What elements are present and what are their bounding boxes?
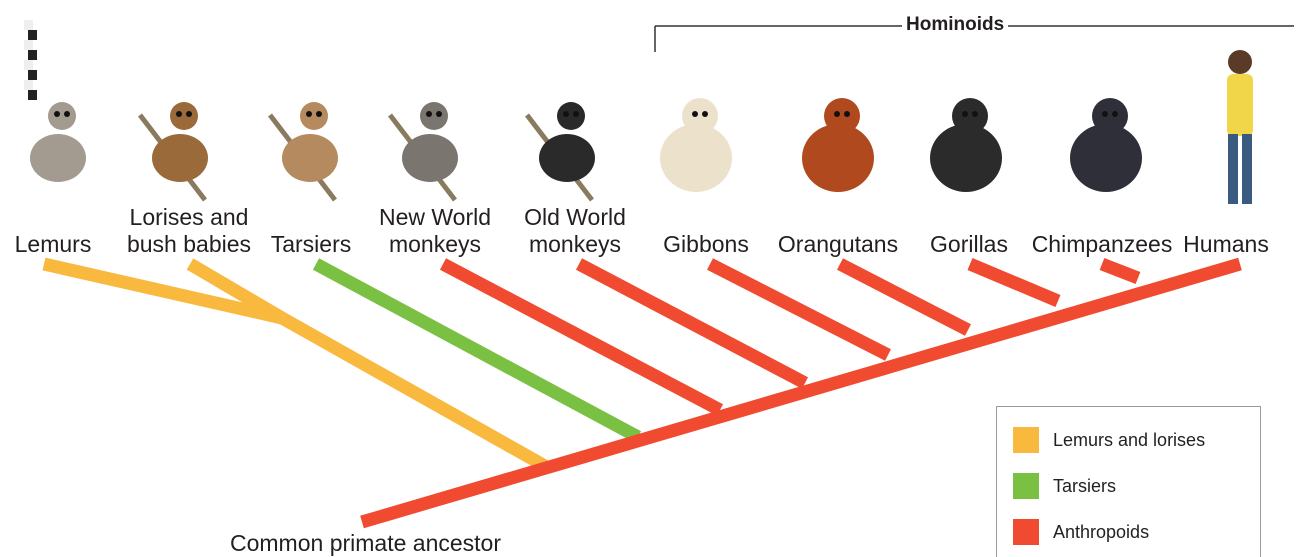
animal-eye — [692, 111, 698, 117]
orangutan-illustration — [802, 98, 874, 192]
legend-item-lemurs-lorises: Lemurs and lorises — [1013, 427, 1205, 453]
animal-body — [1070, 124, 1142, 192]
legend-swatch-anthropoids — [1013, 519, 1039, 545]
human-head — [1228, 50, 1252, 74]
taxon-label-line: New World — [379, 204, 491, 231]
hominoids-label: Hominoids — [902, 13, 1008, 37]
animal-eye — [1102, 111, 1108, 117]
animal-head — [682, 98, 718, 134]
animal-body — [152, 134, 208, 182]
taxon-label-gibbons: Gibbons — [636, 192, 776, 258]
tail-ring — [24, 20, 33, 30]
animal-head — [300, 102, 328, 130]
taxon-label-gorillas: Gorillas — [899, 192, 1039, 258]
animal-body — [930, 124, 1002, 192]
branch-old-world — [579, 264, 805, 383]
legend-item-anthropoids: Anthropoids — [1013, 519, 1149, 545]
animal-eye — [176, 111, 182, 117]
taxon-label-line: Lemurs — [15, 231, 92, 258]
taxon-label-chimpanzees: Chimpanzees — [1032, 192, 1172, 258]
animal-body — [660, 124, 732, 192]
human-illustration — [1227, 50, 1253, 204]
animal-eye — [186, 111, 192, 117]
animal-eye — [436, 111, 442, 117]
legend-label-tarsiers: Tarsiers — [1053, 475, 1116, 497]
branch-orangutans — [840, 264, 968, 330]
taxon-label-line: Humans — [1183, 231, 1269, 258]
taxon-label-humans: Humans — [1156, 192, 1296, 258]
branch-new-world — [443, 264, 720, 410]
tail-ring — [24, 60, 33, 70]
animal-eye — [834, 111, 840, 117]
animal-eye — [306, 111, 312, 117]
branch-chimpanzees — [1102, 264, 1138, 278]
branch-tarsiers — [316, 264, 638, 437]
taxon-label-line: monkeys — [529, 231, 621, 258]
animal-body — [282, 134, 338, 182]
taxon-label-line: Gorillas — [930, 231, 1008, 258]
gibbon-illustration — [660, 98, 732, 192]
human-torso — [1227, 74, 1253, 136]
tail-ring — [28, 70, 37, 80]
animal-eye — [962, 111, 968, 117]
tail-ring — [28, 50, 37, 60]
taxon-label-lemurs: Lemurs — [0, 192, 123, 258]
legend-swatch-tarsiers — [1013, 473, 1039, 499]
tarsier-illustration — [270, 102, 338, 200]
animal-head — [420, 102, 448, 130]
taxon-label-line: Tarsiers — [271, 231, 352, 258]
animal-head — [824, 98, 860, 134]
animal-head — [1092, 98, 1128, 134]
tail-ring — [28, 30, 37, 40]
chimpanzee-illustration — [1070, 98, 1142, 192]
bush-baby-illustration — [140, 102, 208, 200]
animal-eye — [573, 111, 579, 117]
branch-gorillas — [970, 264, 1058, 301]
taxon-label-tarsiers: Tarsiers — [241, 192, 381, 258]
animal-eye — [1112, 111, 1118, 117]
taxon-label-line: Old World — [524, 204, 626, 231]
animal-eye — [563, 111, 569, 117]
animal-eye — [64, 111, 70, 117]
animal-head — [952, 98, 988, 134]
animal-body — [539, 134, 595, 182]
animal-eye — [54, 111, 60, 117]
legend-label-lemurs-lorises: Lemurs and lorises — [1053, 429, 1205, 451]
common-ancestor-label: Common primate ancestor — [230, 530, 501, 557]
animal-head — [48, 102, 76, 130]
taxon-label-line: Lorises and — [130, 204, 249, 231]
animal-body — [802, 124, 874, 192]
tail-ring — [24, 80, 33, 90]
taxon-label-line: bush babies — [127, 231, 251, 258]
branch-lemurs-lorises-stem — [282, 318, 545, 466]
marmoset-illustration — [390, 102, 458, 200]
animal-body — [30, 134, 86, 182]
animal-body — [402, 134, 458, 182]
taxon-label-line: Orangutans — [778, 231, 898, 258]
taxon-label-line: Chimpanzees — [1032, 231, 1173, 258]
animal-eye — [844, 111, 850, 117]
tail-ring — [28, 90, 37, 100]
taxon-label-line: Gibbons — [663, 231, 749, 258]
gorilla-illustration — [930, 98, 1002, 192]
animal-head — [557, 102, 585, 130]
taxon-label-orangutans: Orangutans — [768, 192, 908, 258]
legend: Lemurs and lorises Tarsiers Anthropoids — [996, 406, 1261, 557]
lemur-illustration — [24, 20, 86, 182]
legend-swatch-lemurs-lorises — [1013, 427, 1039, 453]
animal-eye — [702, 111, 708, 117]
animal-eye — [972, 111, 978, 117]
legend-label-anthropoids: Anthropoids — [1053, 521, 1149, 543]
tail-ring — [24, 40, 33, 50]
animal-head — [170, 102, 198, 130]
legend-item-tarsiers: Tarsiers — [1013, 473, 1116, 499]
animal-eye — [316, 111, 322, 117]
colobus-monkey-illustration — [527, 102, 595, 200]
animal-eye — [426, 111, 432, 117]
taxon-label-line: monkeys — [389, 231, 481, 258]
